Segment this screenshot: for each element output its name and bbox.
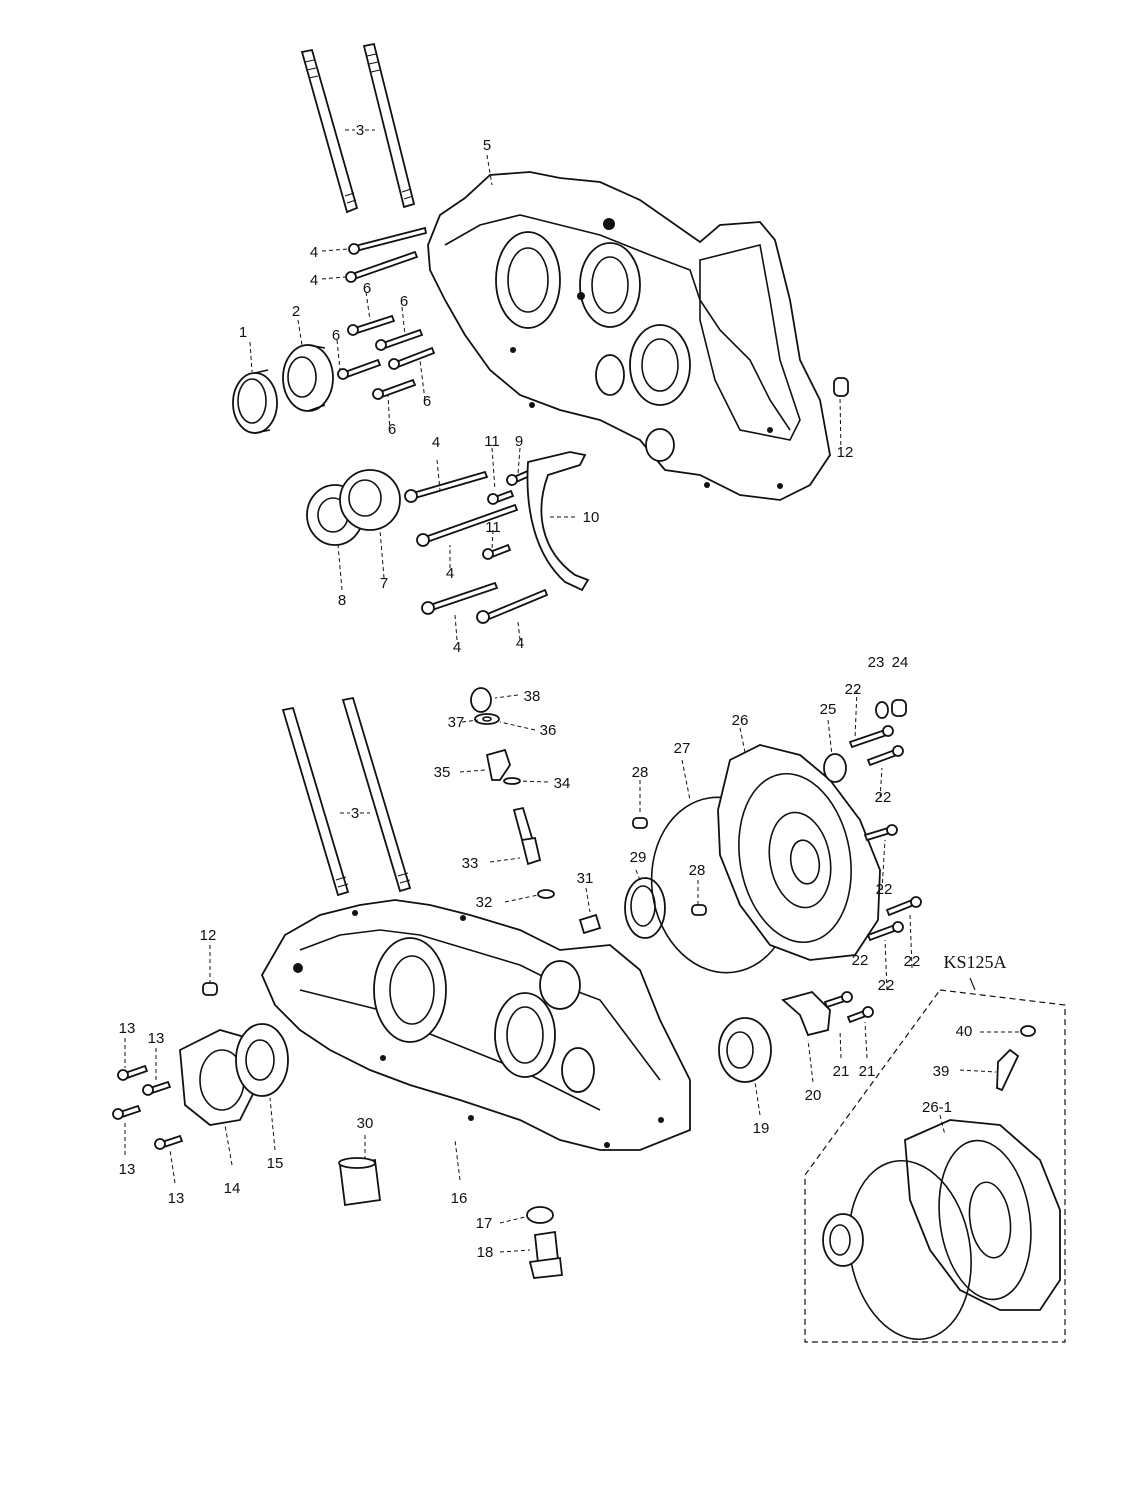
- callout-3: 3: [351, 805, 359, 822]
- guide-plate-10: [526, 451, 590, 592]
- callout-1: 1: [239, 324, 247, 341]
- callout-4: 4: [310, 244, 318, 261]
- callout-24: 24: [892, 654, 909, 671]
- washer-25: [823, 753, 847, 783]
- callout-3: 3: [356, 122, 364, 139]
- callout-36: 36: [540, 722, 557, 739]
- dowel-pins-28: [632, 817, 707, 916]
- callout-22: 22: [904, 953, 921, 970]
- callout-12: 12: [837, 444, 854, 461]
- callout-11: 11: [484, 433, 500, 450]
- callout-13: 13: [148, 1030, 165, 1047]
- callout-16: 16: [451, 1190, 468, 1207]
- needle-bearing-30: [338, 1157, 382, 1207]
- callout-6: 6: [400, 293, 408, 310]
- callout-20: 20: [805, 1087, 822, 1104]
- left-crankcase-half: [427, 171, 831, 501]
- callout-23: 23: [868, 654, 885, 671]
- callout-4: 4: [453, 639, 461, 656]
- callout-28: 28: [632, 764, 649, 781]
- oil-seal-1: [232, 369, 278, 434]
- callout-34: 34: [554, 775, 571, 792]
- callout-18: 18: [477, 1244, 494, 1261]
- callout-14: 14: [224, 1180, 241, 1197]
- bolts-22: [848, 725, 922, 942]
- ks125a-variant-box: [804, 977, 1066, 1343]
- callout-22: 22: [845, 681, 862, 698]
- drain-plug-18: [528, 1230, 564, 1279]
- callout-13: 13: [168, 1190, 185, 1207]
- bearing-15: [235, 1023, 289, 1097]
- callout-19: 19: [753, 1120, 770, 1137]
- callout-39: 39: [933, 1063, 950, 1080]
- callout-25: 25: [820, 701, 837, 718]
- callout-8: 8: [338, 592, 346, 609]
- bearing-7: [339, 469, 401, 531]
- callout-5: 5: [483, 137, 491, 154]
- callout-6: 6: [423, 393, 431, 410]
- cylinder-stud-pair-lower: [281, 696, 412, 897]
- callout-9: 9: [515, 433, 523, 450]
- callout-22: 22: [876, 881, 893, 898]
- callout-15: 15: [267, 1155, 284, 1172]
- callout-22: 22: [852, 952, 869, 969]
- bearing-2: [282, 344, 334, 412]
- crankcase-bolts-upper: [337, 226, 549, 624]
- callout-labels: 1 2 3 4 4 5 6 6 6 6 6 12 4 11 9 10 11 4 …: [119, 122, 1007, 1261]
- callout-22: 22: [878, 977, 895, 994]
- callout-22: 22: [875, 789, 892, 806]
- callout-10: 10: [583, 509, 600, 526]
- plug-24: [891, 699, 907, 717]
- callout-6: 6: [332, 327, 340, 344]
- callout-26-1: 26-1: [922, 1099, 952, 1116]
- callout-13: 13: [119, 1161, 136, 1178]
- bolts-21: [823, 991, 874, 1024]
- screws-13: [112, 1064, 184, 1150]
- callout-35: 35: [434, 764, 451, 781]
- leader-lines: [124, 129, 1020, 1253]
- callout-29: 29: [630, 849, 647, 866]
- callout-6: 6: [388, 421, 396, 438]
- callout-12: 12: [200, 927, 217, 944]
- oil-seal-29: [624, 877, 666, 939]
- callout-4: 4: [446, 565, 454, 582]
- callout-32: 32: [476, 894, 493, 911]
- callout-40: 40: [956, 1023, 973, 1040]
- nut-23: [875, 701, 889, 719]
- dowel-pin-12-upper: [833, 377, 849, 397]
- dowel-pin-12-lower: [202, 982, 218, 996]
- callout-31: 31: [577, 870, 594, 887]
- kickstarter-shaft-stack: [470, 687, 555, 899]
- callout-21: 21: [859, 1063, 876, 1080]
- bearing-housing-cover-26: [717, 744, 881, 961]
- bearing-19: [718, 1017, 772, 1083]
- callout-6: 6: [363, 280, 371, 297]
- callout-4: 4: [310, 272, 318, 289]
- washer-17: [526, 1206, 554, 1224]
- model-variant-label: KS125A: [943, 952, 1006, 972]
- callout-2: 2: [292, 303, 300, 320]
- callout-11: 11: [485, 519, 501, 536]
- callout-26: 26: [732, 712, 749, 729]
- plug-31: [578, 913, 602, 935]
- callout-21: 21: [833, 1063, 850, 1080]
- callout-4: 4: [516, 635, 524, 652]
- cylinder-stud-pair-upper: [300, 42, 416, 214]
- callout-27: 27: [674, 740, 691, 757]
- callout-4: 4: [432, 434, 440, 451]
- callout-33: 33: [462, 855, 479, 872]
- callout-28: 28: [689, 862, 706, 879]
- callout-30: 30: [357, 1115, 374, 1132]
- callout-7: 7: [380, 575, 388, 592]
- callout-13: 13: [119, 1020, 136, 1037]
- callout-17: 17: [476, 1215, 493, 1232]
- right-crankcase-half: [260, 899, 691, 1151]
- callout-38: 38: [524, 688, 541, 705]
- bracket-20: [781, 990, 831, 1037]
- callout-37: 37: [448, 714, 465, 731]
